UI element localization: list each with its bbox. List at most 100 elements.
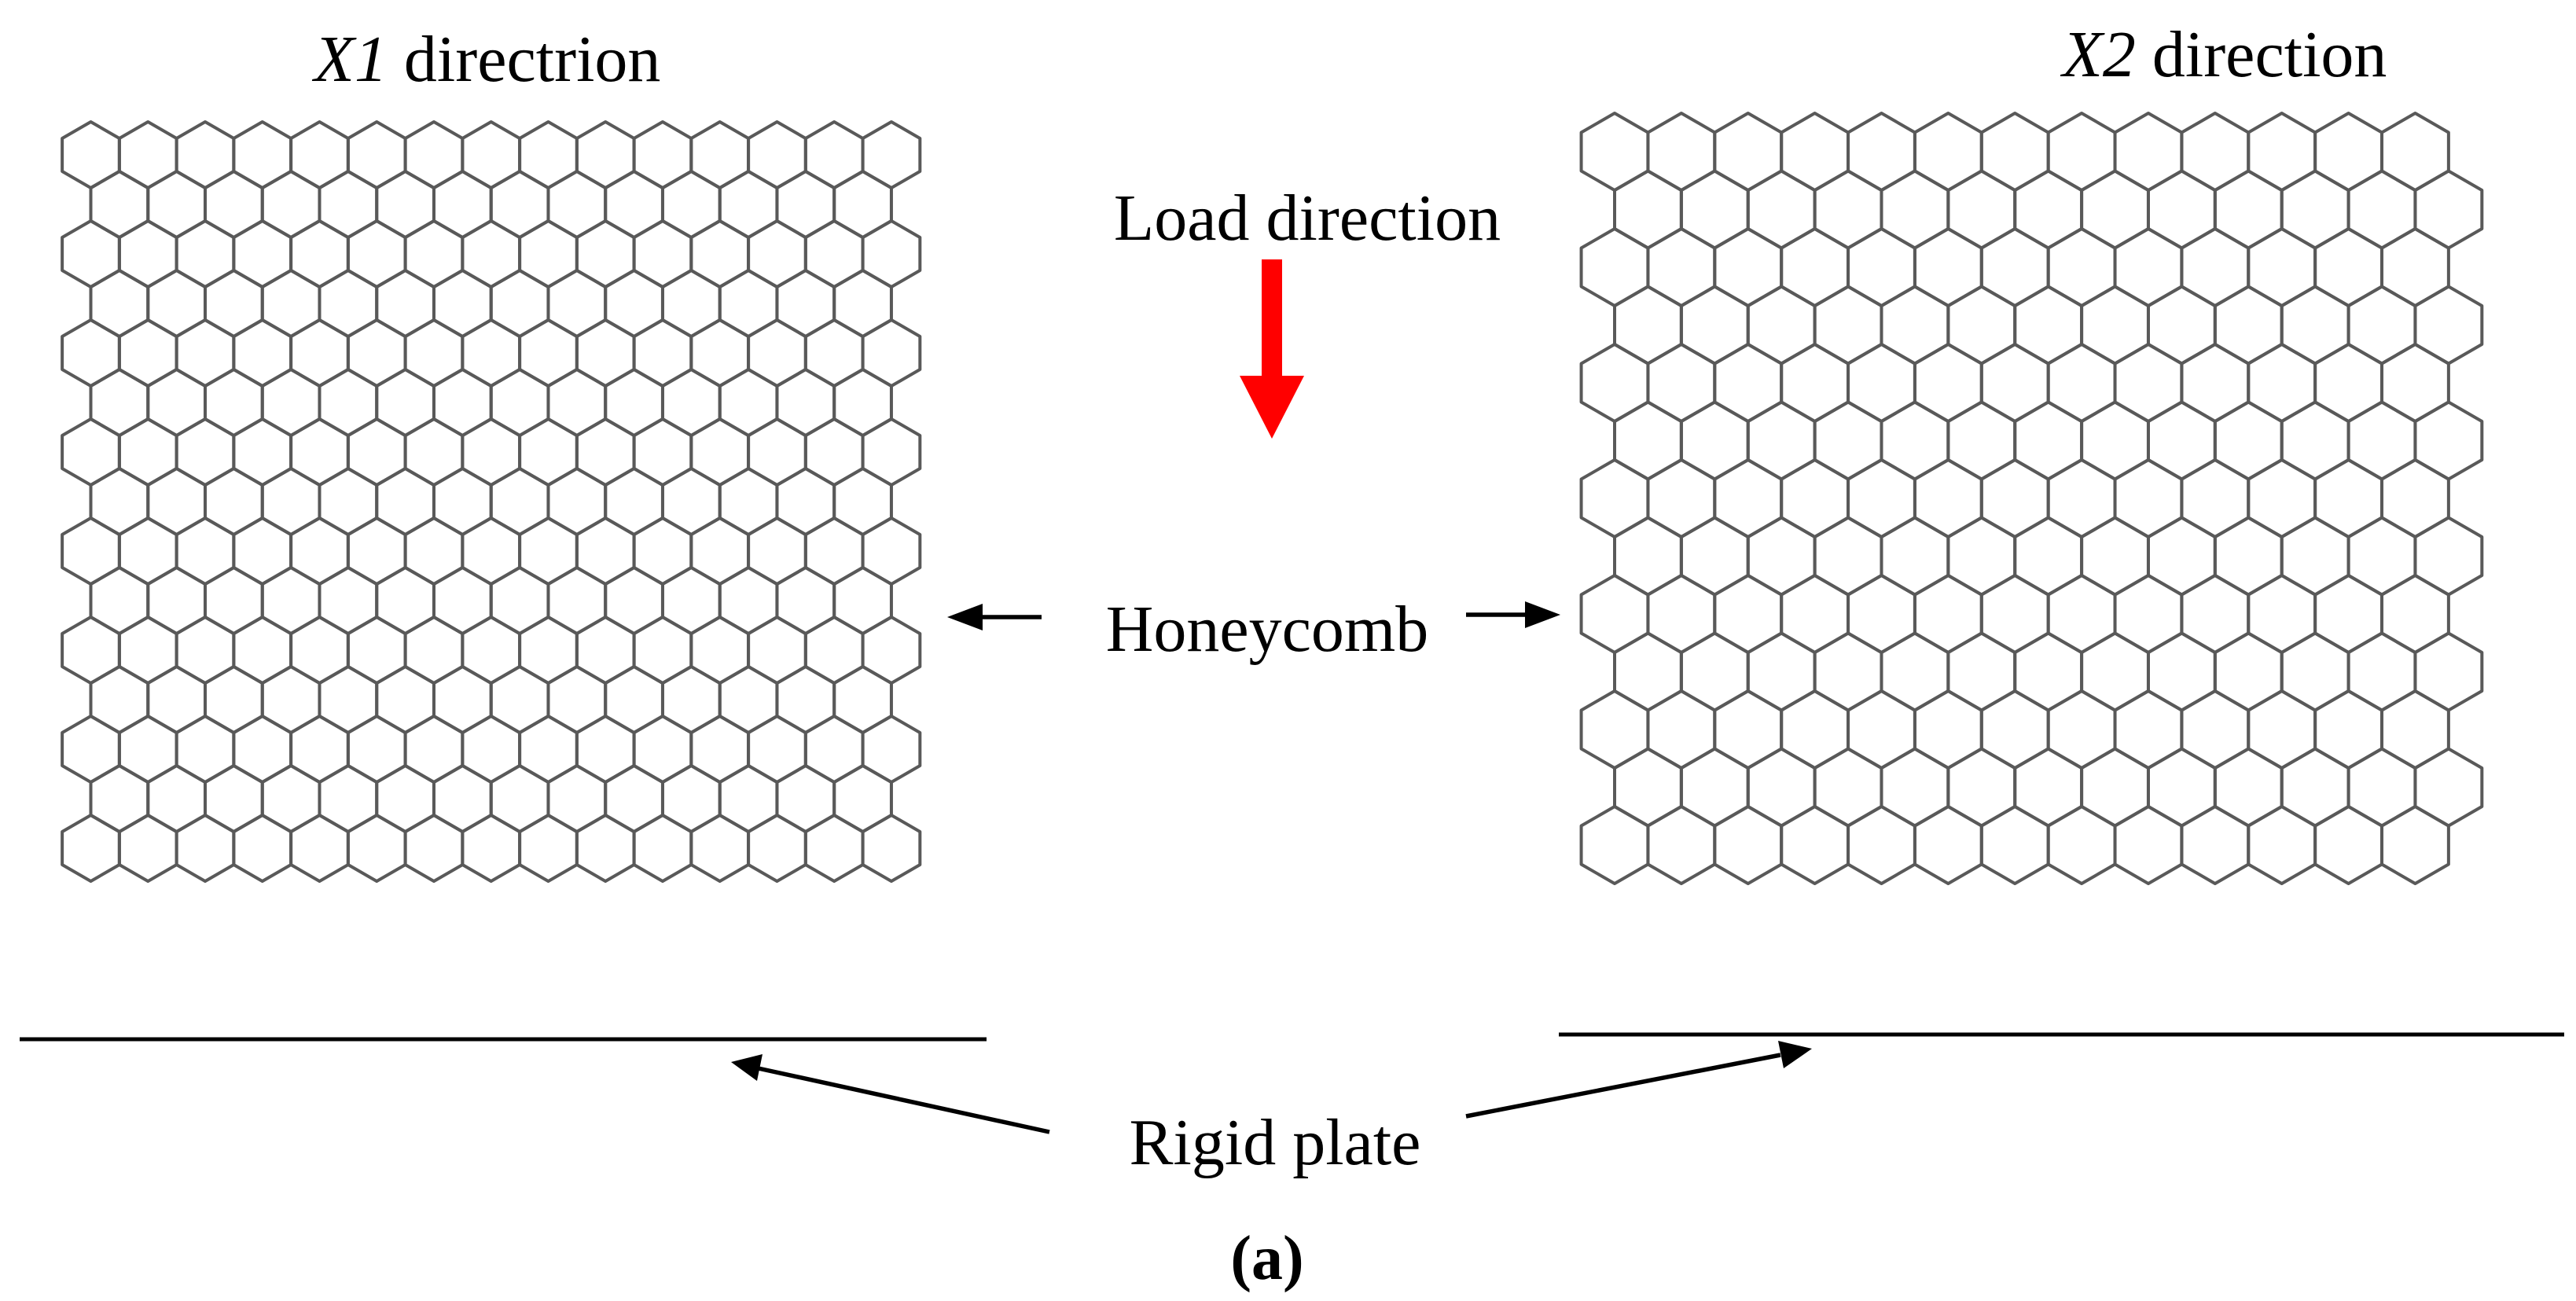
honeycomb-cell — [1713, 689, 1784, 770]
honeycomb-cell — [1613, 169, 1683, 250]
honeycomb-cell — [2146, 285, 2217, 366]
honeycomb-cell — [2180, 112, 2251, 192]
honeycomb-cell — [2380, 343, 2450, 423]
honeycomb-cell — [1913, 689, 1983, 770]
honeycomb-cell — [1913, 112, 1983, 192]
honeycomb-cell — [2080, 747, 2150, 828]
honeycomb-cell — [2280, 400, 2350, 481]
load-direction-arrow — [1240, 259, 1304, 439]
honeycomb-cell — [2380, 689, 2450, 770]
honeycomb-cell — [1913, 458, 1983, 538]
honeycomb-cell — [1780, 689, 1850, 770]
honeycomb-cell — [1847, 458, 1916, 538]
honeycomb-cell — [2113, 112, 2184, 192]
honeycomb-cell — [2013, 631, 2084, 712]
honeycomb-cell — [2313, 689, 2384, 770]
honeycomb-cell — [1713, 574, 1784, 654]
honeycomb-cell — [2013, 516, 2084, 597]
honeycomb-cell — [2413, 516, 2484, 597]
honeycomb-cell — [2380, 805, 2450, 885]
honeycomb-cell — [1579, 227, 1650, 307]
honeycomb-cell — [2180, 343, 2251, 423]
honeycomb-cell — [61, 814, 121, 883]
honeycomb-cell — [2113, 805, 2184, 885]
honeycomb-cell — [1646, 112, 1717, 192]
honeycomb-cell — [1880, 400, 1950, 481]
honeycomb-cell — [289, 814, 350, 883]
left-title-italic: X1 — [312, 23, 388, 96]
honeycomb-cell — [1746, 631, 1817, 712]
honeycomb-cell — [2313, 112, 2384, 192]
honeycomb-cell — [2046, 227, 2117, 307]
honeycomb-cell — [1913, 805, 1983, 885]
honeycomb-cell — [1880, 631, 1950, 712]
honeycomb-cell — [1813, 747, 1883, 828]
right-panel-title: X2 direction — [2060, 18, 2387, 91]
honeycomb-cell — [2346, 747, 2417, 828]
honeycomb-cell — [2213, 285, 2284, 366]
honeycomb-cell — [2380, 112, 2450, 192]
honeycomb-cell — [1880, 285, 1950, 366]
honeycomb-cell — [2146, 516, 2217, 597]
honeycomb-cell — [1979, 458, 2050, 538]
honeycomb-cell — [1780, 343, 1850, 423]
honeycomb-cell — [1813, 516, 1883, 597]
honeycomb-cell — [2013, 169, 2084, 250]
honeycomb-cell — [2346, 516, 2417, 597]
honeycomb-cell — [2180, 689, 2251, 770]
honeycomb-cell — [2247, 112, 2317, 192]
honeycomb-cell — [2146, 747, 2217, 828]
honeycomb-cell — [632, 814, 693, 883]
honeycomb-cell — [2146, 169, 2217, 250]
honeycomb-cell — [689, 814, 751, 883]
honeycomb-cell — [2213, 747, 2284, 828]
honeycomb-cell — [1979, 689, 2050, 770]
honeycomb-cell — [1679, 169, 1750, 250]
honeycomb-cell — [2380, 227, 2450, 307]
honeycomb-cell — [2213, 516, 2284, 597]
honeycomb-cell — [2313, 458, 2384, 538]
honeycomb-cell — [2046, 574, 2117, 654]
honeycomb-cell — [1913, 227, 1983, 307]
left-honeycomb-lattice — [61, 120, 922, 883]
honeycomb-cell — [2046, 343, 2117, 423]
honeycomb-cell — [2346, 400, 2417, 481]
honeycomb-cell — [1579, 689, 1650, 770]
honeycomb-cell — [2346, 169, 2417, 250]
honeycomb-cell — [2013, 400, 2084, 481]
honeycomb-cell — [1713, 112, 1784, 192]
honeycomb-cell — [1847, 805, 1916, 885]
honeycomb-cell — [2280, 631, 2350, 712]
honeycomb-label: Honeycomb — [1106, 593, 1429, 666]
honeycomb-cell — [1579, 112, 1650, 192]
honeycomb-cell — [1979, 805, 2050, 885]
honeycomb-cell — [2113, 343, 2184, 423]
honeycomb-cell — [1880, 516, 1950, 597]
honeycomb-cell — [1780, 805, 1850, 885]
honeycomb-cell — [1847, 227, 1916, 307]
honeycomb-cell — [1613, 400, 1683, 481]
honeycomb-cell — [2247, 574, 2317, 654]
honeycomb-cell — [2313, 805, 2384, 885]
honeycomb-cell — [1813, 631, 1883, 712]
honeycomb-cell — [1780, 458, 1850, 538]
honeycomb-cell — [2046, 805, 2117, 885]
honeycomb-cell — [1847, 112, 1916, 192]
honeycomb-cell — [2346, 631, 2417, 712]
honeycomb-cell — [2247, 227, 2317, 307]
honeycomb-cell — [2080, 516, 2150, 597]
honeycomb-cell — [2313, 343, 2384, 423]
honeycomb-cell — [1613, 516, 1683, 597]
rigid-plate-left-pointer — [731, 1054, 1050, 1134]
subfigure-label: (a) — [1230, 1224, 1303, 1293]
honeycomb-cell — [2113, 227, 2184, 307]
left-title-rest: directrion — [388, 23, 661, 96]
honeycomb-cell — [346, 814, 407, 883]
honeycomb-cell — [1813, 169, 1883, 250]
honeycomb-cell — [1979, 343, 2050, 423]
honeycomb-cell — [2413, 169, 2484, 250]
honeycomb-cell — [2113, 574, 2184, 654]
honeycomb-cell — [461, 814, 522, 883]
honeycomb-cell — [803, 814, 865, 883]
